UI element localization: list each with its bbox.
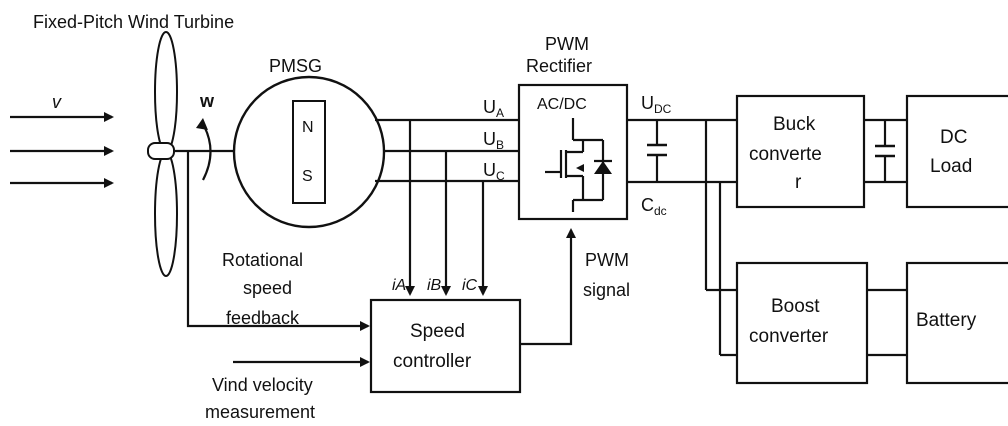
north-pole-label: N xyxy=(302,119,314,136)
rectifier-title-line1: PWM xyxy=(545,34,589,54)
pwm-signal-line2: signal xyxy=(583,280,630,300)
pmsg-generator: PMSG N S xyxy=(232,56,386,229)
turbine-hub xyxy=(147,142,175,160)
three-phase-lines: UA UB UC xyxy=(375,97,519,183)
boost-converter-block: Boost converter xyxy=(735,261,869,385)
wind-arrows: v xyxy=(10,92,114,188)
buck-converter-box xyxy=(735,94,866,209)
wind-measurement: Vind velocity measurement xyxy=(205,357,370,422)
phase-a-label: UA xyxy=(483,97,504,120)
current-a-label: iA xyxy=(392,277,406,294)
south-pole-label: S xyxy=(302,168,313,185)
buck-converter-block: Buck converte r xyxy=(735,94,866,209)
pmsg-label: PMSG xyxy=(269,56,322,76)
transistor-symbol xyxy=(545,118,612,212)
phase-b-label: UB xyxy=(483,129,504,152)
wind-measure-line1: Vind velocity xyxy=(212,375,313,395)
rectifier-inner-label: AC/DC xyxy=(537,96,587,113)
buck-output-link xyxy=(864,118,907,184)
dc-voltage-label: UDC xyxy=(641,93,672,116)
feedback-label-line2: speed xyxy=(243,278,292,298)
buck-line3: r xyxy=(795,172,802,193)
boost-line1: Boost xyxy=(771,296,820,317)
phase-c-label: UC xyxy=(483,160,505,183)
speed-controller-box xyxy=(369,298,522,394)
boost-converter-box xyxy=(735,261,869,385)
buck-line2: converte xyxy=(749,144,822,165)
pwm-signal-line1: PWM xyxy=(585,250,629,270)
rotor-magnet xyxy=(292,100,326,204)
feedback-label-line3: feedback xyxy=(226,308,300,328)
current-sensing: iA iB iC xyxy=(392,120,488,296)
dc-load-block: DC Load xyxy=(905,94,1008,209)
rotation-speed-label: w xyxy=(199,91,215,111)
battery-box xyxy=(905,261,1008,385)
wind-speed-label: v xyxy=(52,92,62,112)
blade-upper xyxy=(154,31,178,153)
current-c-label: iC xyxy=(462,277,478,294)
feedback-line xyxy=(186,151,370,331)
dc-load-box xyxy=(905,94,1008,209)
speed-feedback: Rotational speed feedback xyxy=(186,151,370,331)
blade-lower xyxy=(154,151,178,277)
pwm-signal-line xyxy=(520,228,576,346)
speed-controller-block: Speed controller xyxy=(369,298,522,394)
transistor-arrow xyxy=(576,164,584,172)
dc-load-line1: DC xyxy=(940,127,967,148)
dc-load-line2: Load xyxy=(930,156,972,177)
rotation-arrow-head xyxy=(196,118,208,130)
battery-label: Battery xyxy=(916,310,977,331)
diode-triangle xyxy=(594,161,612,174)
current-b-label: iB xyxy=(427,277,442,294)
boost-line2: converter xyxy=(749,326,829,347)
rotation-indicator: w xyxy=(196,91,215,181)
pwm-rectifier-block: PWM Rectifier AC/DC xyxy=(517,34,629,221)
buck-line1: Buck xyxy=(773,114,816,135)
speed-controller-line2: controller xyxy=(393,351,472,372)
turbine-title: Fixed-Pitch Wind Turbine xyxy=(33,12,234,32)
wind-measure-line2: measurement xyxy=(205,402,315,422)
speed-controller-line1: Speed xyxy=(410,321,465,342)
dc-link: UDC Cdc xyxy=(627,93,737,357)
pwm-signal: PWM signal xyxy=(520,228,630,346)
feedback-label-line1: Rotational xyxy=(222,250,303,270)
battery-block: Battery xyxy=(905,261,1008,385)
dc-cap-label: Cdc xyxy=(641,195,667,218)
turbine-blades xyxy=(147,31,178,277)
rectifier-title-line2: Rectifier xyxy=(526,56,592,76)
